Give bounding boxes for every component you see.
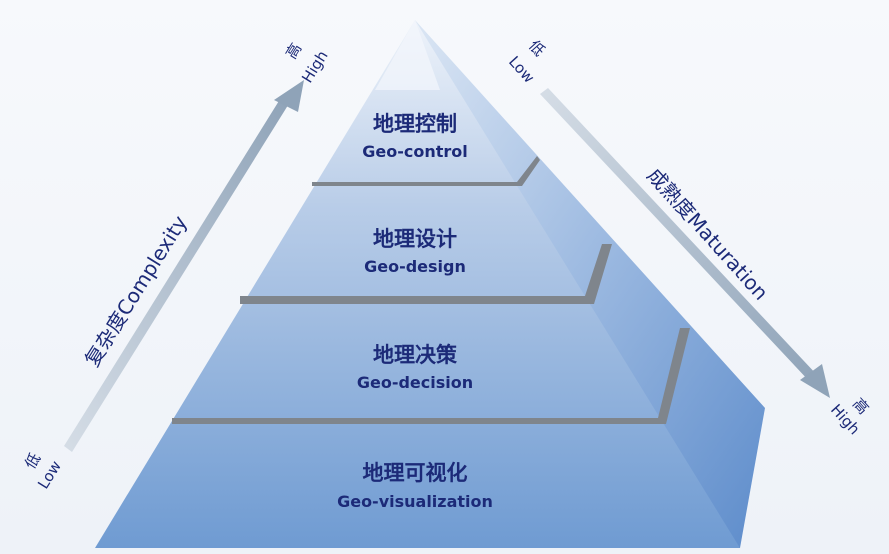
step-divider-1	[312, 156, 540, 186]
complexity-low-zh: 低	[21, 450, 44, 472]
complexity-arrow	[64, 80, 304, 452]
level-4-title-zh: 地理可视化	[363, 461, 468, 485]
level-1-title-zh: 地理控制	[373, 112, 457, 136]
pyramid-front-face	[95, 20, 740, 548]
level-2-title-zh: 地理设计	[373, 227, 457, 251]
level-2-title-en: Geo-design	[364, 257, 466, 276]
level-4-title-en: Geo-visualization	[337, 492, 493, 511]
maturation-axis-title: 成熟度Maturation	[642, 163, 773, 305]
pyramid-top-highlight	[375, 20, 440, 90]
maturation-low-zh: 低	[525, 37, 548, 60]
level-3-title-en: Geo-decision	[357, 373, 473, 392]
step-divider-2	[240, 244, 612, 304]
complexity-high-zh: 高	[282, 40, 305, 62]
level-3-title-zh: 地理决策	[373, 343, 458, 367]
maturation-arrow	[540, 88, 830, 398]
level-1-title-en: Geo-control	[362, 142, 468, 161]
complexity-high-en: High	[298, 47, 332, 86]
